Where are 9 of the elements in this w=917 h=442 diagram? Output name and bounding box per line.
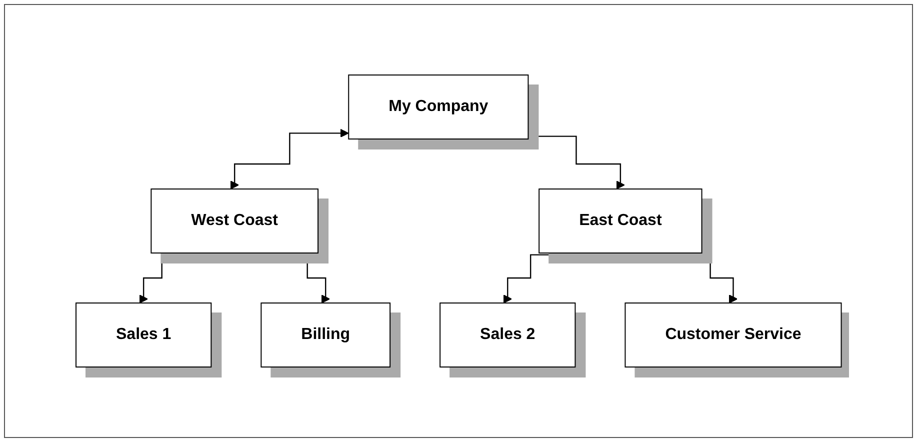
node-box: Billing xyxy=(260,302,390,368)
node-box: Sales 2 xyxy=(439,302,576,368)
node-box: East Coast xyxy=(538,188,702,254)
arrow xyxy=(230,128,349,190)
node-box: West Coast xyxy=(150,188,318,254)
node-box: Sales 1 xyxy=(75,302,212,368)
node-box: Customer Service xyxy=(624,302,842,368)
node-box: My Company xyxy=(348,74,529,140)
arrow xyxy=(528,132,625,190)
